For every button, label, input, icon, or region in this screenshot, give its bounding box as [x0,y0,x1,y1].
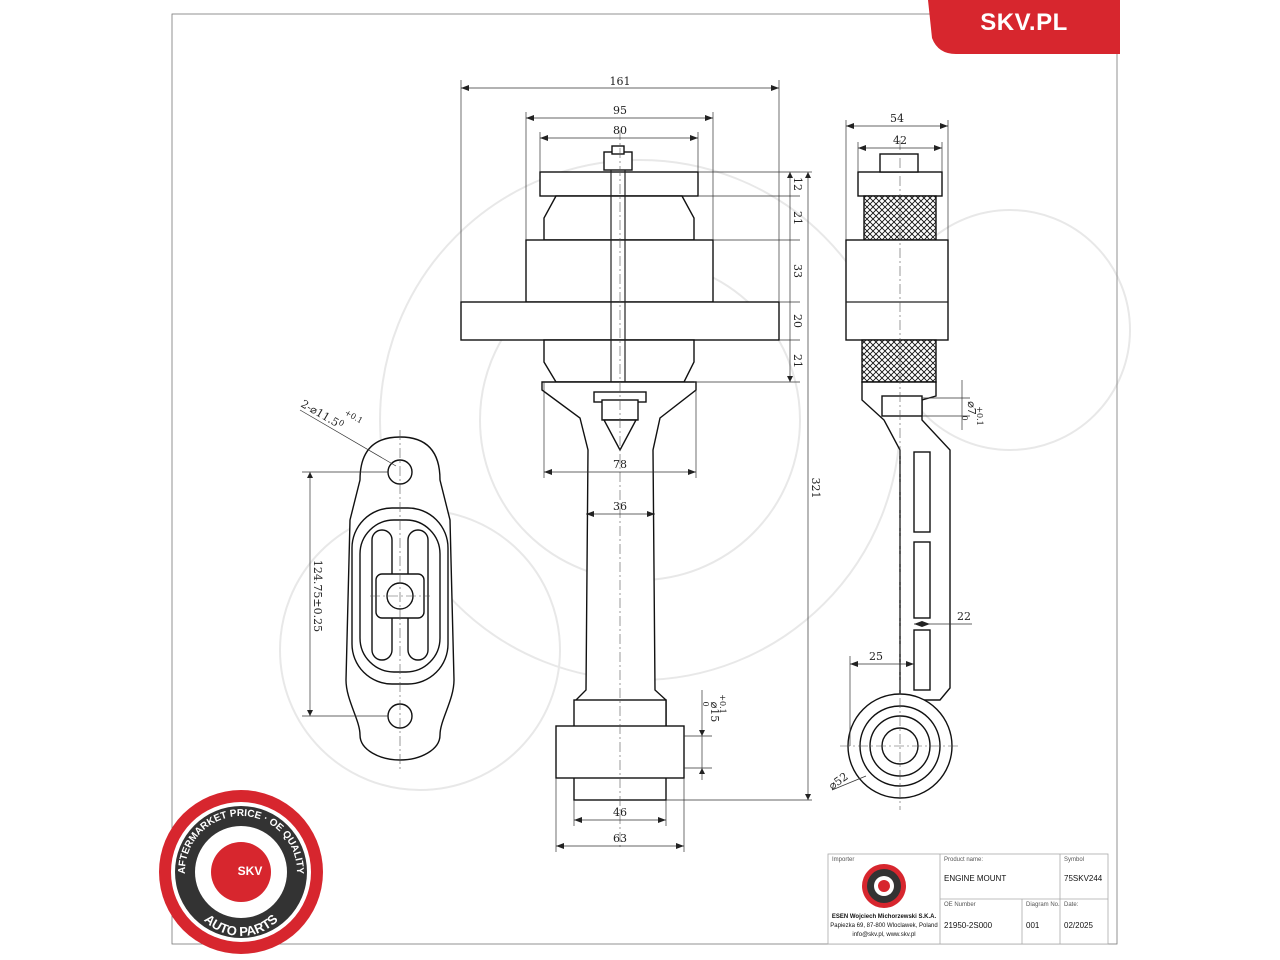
dim-bush-hole: ⌀15 [708,702,721,723]
dim-hole-spacing: 124.75±0.25 [311,560,324,632]
dim-36: 36 [613,500,627,513]
brand-tab: SKV.PL [928,0,1120,54]
dim-bush-hole-tol-bot: 0 [701,701,710,706]
dim-bush-hole-tol-top: +0.1 [718,694,727,713]
dim-12: 12 [791,177,804,191]
importer-label: Importer [832,857,854,863]
brand-shape [928,0,1120,54]
diagram-value: 001 [1026,921,1040,930]
front-dimensions: 161 95 80 12 21 33 20 21 321 [460,75,822,852]
symbol-label: Symbol [1064,857,1084,863]
dim-holes-tol-top: +0.1 [343,408,364,426]
product-label: Product name: [944,857,983,863]
dim-63: 63 [613,832,627,845]
importer-name: ESEN Wojciech Michorzewski S.K.A. [832,914,937,920]
importer-address: Papiezka 69, 87-800 Wloclawek, Poland [830,923,937,929]
dim-21-lower: 21 [791,354,804,368]
dim-holes-tol-bot: 0 [337,418,346,428]
plan-view: 124.75±0.25 2-⌀11.5 +0.1 0 [299,397,455,770]
side-dimensions: 54 42 ⌀7 +0.1 0 22 25 ⌀52 [826,112,984,792]
oe-label: OE Number [944,902,976,908]
dim-161: 161 [610,75,631,88]
diagram-label: Diagram No. [1026,902,1060,908]
date-value: 02/2025 [1064,921,1093,930]
dim-pin-hole-tol-bot: 0 [960,415,969,420]
dim-95: 95 [613,104,627,117]
product-value: ENGINE MOUNT [944,874,1006,883]
dim-22: 22 [957,610,971,623]
drawing-frame [171,13,1118,945]
dim-20: 20 [791,314,804,328]
dim-78: 78 [613,458,627,471]
date-label: Date: [1064,902,1079,908]
dim-holes: 2-⌀11.5 [299,397,342,429]
title-block: Importer ESEN Wojciech Michorzewski S.K.… [827,853,1109,945]
dim-42: 42 [893,134,907,147]
oe-value: 21950-2S000 [944,921,993,930]
brand-label: SKV.PL [980,9,1068,36]
dim-46: 46 [613,806,627,819]
dim-33: 33 [791,264,804,278]
aftermarket-badge: AFTERMARKET PRICE · OE QUALITY AUTO PART… [159,790,323,954]
symbol-value: 75SKV244 [1064,874,1103,883]
dim-pin-hole-tol-top: +0.1 [975,406,984,425]
dim-80: 80 [613,124,627,137]
importer-contact: info@skv.pl, www.skv.pl [852,932,915,938]
dim-21-upper: 21 [791,211,804,225]
front-view [460,130,780,850]
dim-321: 321 [809,478,822,499]
dim-25: 25 [869,650,883,663]
dim-pin-hole: ⌀7 [965,401,978,415]
dim-eye: ⌀52 [826,770,850,792]
badge-center-text: SKV [238,864,263,878]
dim-54: 54 [890,112,904,125]
side-view [840,140,960,810]
